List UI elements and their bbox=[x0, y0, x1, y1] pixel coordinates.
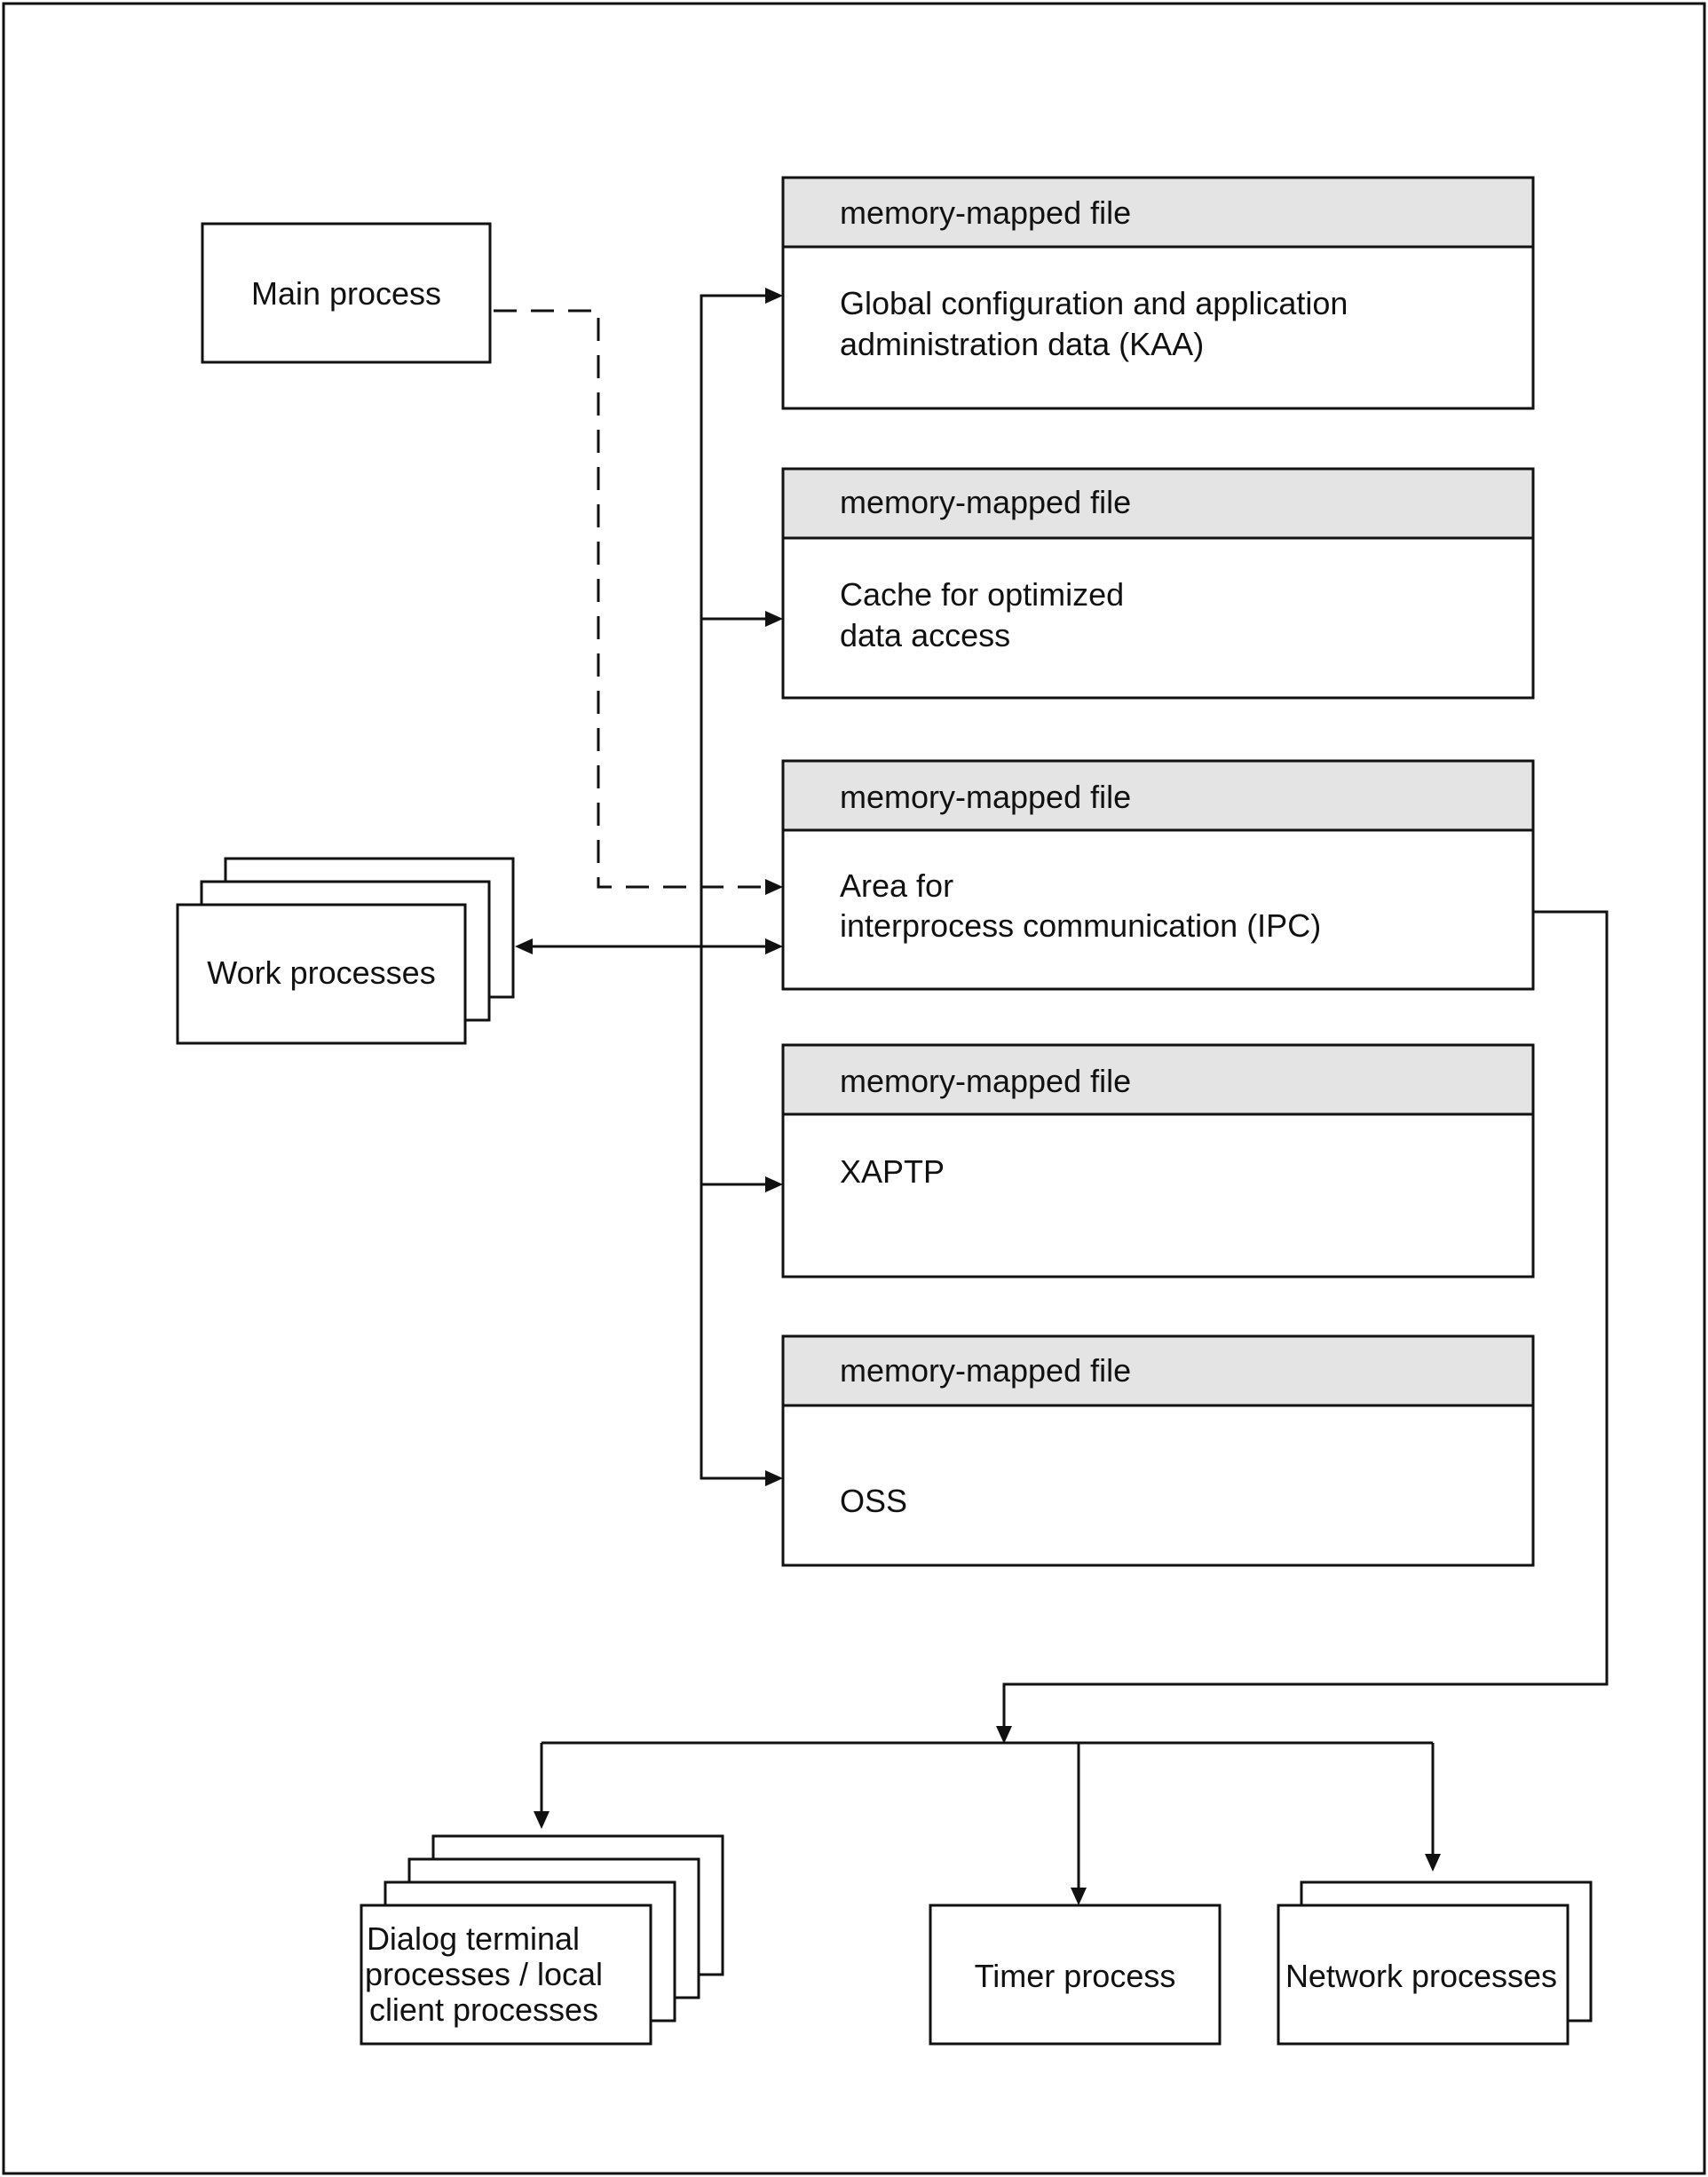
main-ipc-dashed-connector bbox=[494, 309, 783, 895]
main-process-label: Main process bbox=[251, 275, 441, 312]
memory-file-header: memory-mapped file bbox=[840, 1063, 1131, 1099]
arrowhead bbox=[515, 938, 533, 954]
dialog-processes-label-line: processes / local bbox=[365, 1956, 603, 1992]
arrowhead bbox=[534, 1811, 550, 1829]
arrowhead bbox=[765, 938, 783, 954]
memory-file-description-line: OSS bbox=[840, 1483, 907, 1519]
work-ipc-connector bbox=[515, 938, 783, 954]
memory-file-ipc: memory-mapped file Area for interprocess… bbox=[781, 759, 1535, 991]
timer-process-box: Timer process bbox=[929, 1904, 1222, 2046]
main-process-box: Main process bbox=[201, 222, 492, 364]
network-processes-stack: Network processes bbox=[1277, 1880, 1593, 2046]
memory-file-description-line: data access bbox=[840, 617, 1010, 653]
memory-file-description-line: Global configuration and application bbox=[840, 285, 1348, 321]
ipc-output-connector bbox=[534, 910, 1609, 1905]
timer-process-label: Timer process bbox=[975, 1958, 1176, 1994]
dialog-processes-label-line: Dialog terminal bbox=[367, 1920, 580, 1957]
arrowhead bbox=[1071, 1888, 1087, 1905]
memory-file-header: memory-mapped file bbox=[840, 194, 1131, 231]
arrowhead bbox=[765, 288, 783, 304]
memory-file-header: memory-mapped file bbox=[840, 1352, 1131, 1389]
memory-file-kaa: memory-mapped file Global configuration … bbox=[781, 176, 1535, 410]
dialog-processes-label-line: client processes bbox=[369, 1991, 598, 2028]
arrowhead bbox=[765, 611, 783, 627]
memory-file-description-line: XAPTP bbox=[840, 1153, 945, 1190]
arrowhead bbox=[765, 1176, 783, 1192]
arrowhead bbox=[765, 879, 783, 895]
arrowhead bbox=[996, 1726, 1012, 1744]
network-processes-label: Network processes bbox=[1285, 1958, 1557, 1994]
memory-file-header: memory-mapped file bbox=[840, 779, 1131, 815]
memory-file-oss: memory-mapped file OSS bbox=[781, 1334, 1535, 1567]
arrowhead bbox=[765, 1470, 783, 1486]
work-processes-stack: Work processes bbox=[176, 857, 515, 1045]
memory-file-header: memory-mapped file bbox=[840, 484, 1131, 520]
memory-file-description-line: administration data (KAA) bbox=[840, 326, 1204, 362]
memory-file-xaptp: memory-mapped file XAPTP bbox=[781, 1043, 1535, 1278]
memory-file-description-line: Cache for optimized bbox=[840, 576, 1124, 613]
dialog-processes-stack: Dialog terminal processes / local client… bbox=[360, 1834, 724, 2046]
work-processes-label: Work processes bbox=[207, 954, 435, 991]
memory-file-cache: memory-mapped file Cache for optimized d… bbox=[781, 467, 1535, 700]
memory-file-description-line: Area for bbox=[840, 867, 953, 904]
memory-file-description-line: interprocess communication (IPC) bbox=[840, 907, 1321, 944]
arrowhead bbox=[1425, 1854, 1441, 1872]
